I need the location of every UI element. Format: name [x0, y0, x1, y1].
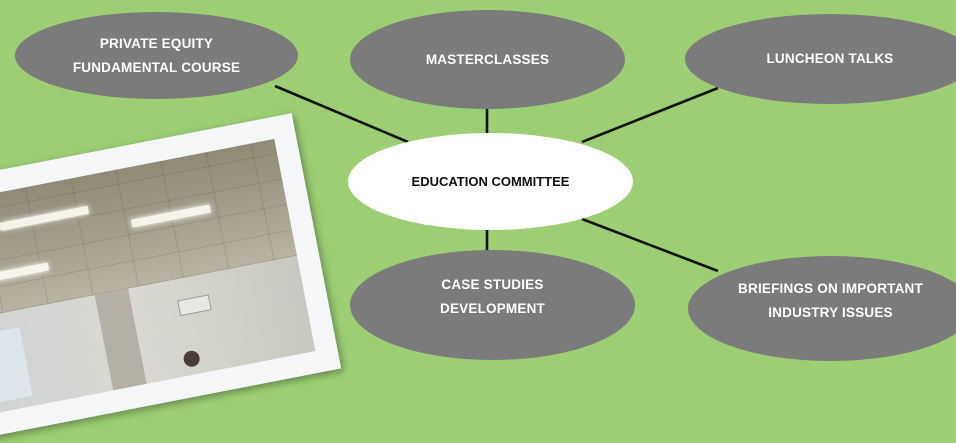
center-label: EDUCATION COMMITTEE	[411, 174, 570, 189]
event-photo	[0, 113, 342, 443]
node-briefings-industry-issues: BRIEFINGS ON IMPORTANT INDUSTRY ISSUES	[688, 256, 956, 361]
event-photo-image	[0, 138, 316, 418]
node-label-line: BRIEFINGS ON IMPORTANT	[738, 280, 923, 296]
connector-private-equity	[274, 84, 409, 144]
connector-briefings	[581, 217, 719, 273]
node-label-line: PRIVATE EQUITY	[99, 35, 214, 51]
node-label-line: DEVELOPMENT	[440, 301, 545, 316]
node-label-line: FUNDAMENTAL COURSE	[72, 59, 241, 75]
node-label-line: LUNCHEON TALKS	[766, 51, 894, 66]
node-label-line: CASE STUDIES	[441, 277, 544, 292]
node-private-equity-course: PRIVATE EQUITY FUNDAMENTAL COURSE	[15, 12, 298, 99]
node-masterclasses: MASTERCLASSES	[350, 10, 625, 109]
node-education-committee: EDUCATION COMMITTEE	[348, 133, 633, 230]
node-case-studies-development: CASE STUDIES DEVELOPMENT	[350, 250, 635, 360]
node-label-line: MASTERCLASSES	[425, 51, 550, 67]
connector-luncheon-talks	[581, 86, 719, 144]
connector-layer	[274, 84, 719, 273]
diagram-canvas: PRIVATE EQUITY FUNDAMENTAL COURSE MASTER…	[0, 10, 956, 443]
node-label-line: INDUSTRY ISSUES	[768, 304, 893, 320]
node-luncheon-talks: LUNCHEON TALKS	[685, 14, 956, 104]
